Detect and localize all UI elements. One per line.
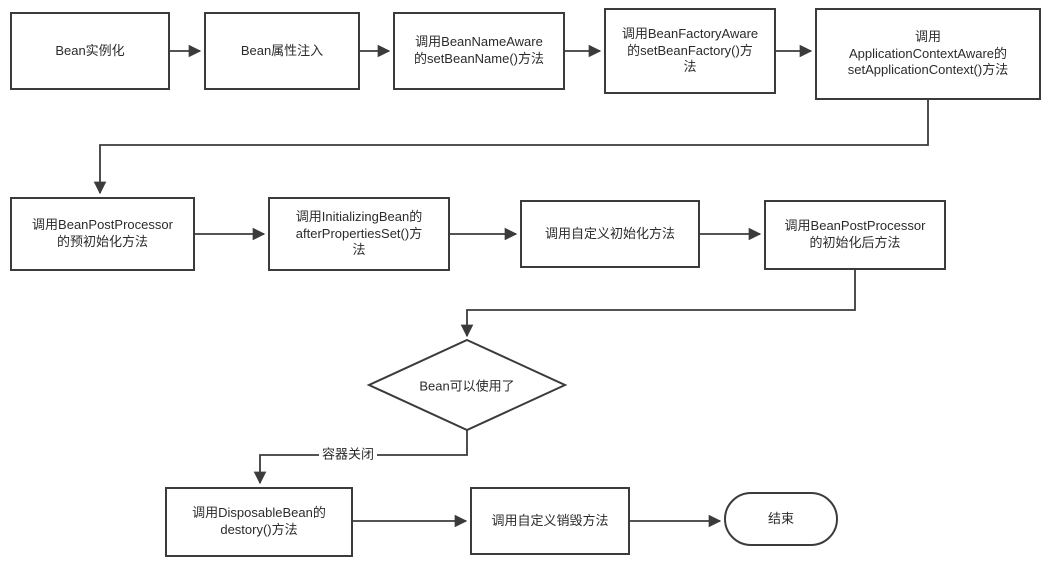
node-bean-property-injection: Bean属性注入 (204, 12, 360, 90)
node-end-terminator: 结束 (724, 492, 838, 546)
node-initializing-bean: 调用InitializingBean的 afterPropertiesSet()… (268, 197, 450, 271)
edge-postprocessafter-to-decision (460, 270, 856, 338)
node-application-context-aware: 调用 ApplicationContextAware的 setApplicati… (815, 8, 1041, 100)
node-postprocessor-after-init: 调用BeanPostProcessor 的初始化后方法 (764, 200, 946, 270)
edge-label-container-close: 容器关闭 (318, 443, 378, 463)
node-bean-name-aware: 调用BeanNameAware 的setBeanName()方法 (393, 12, 565, 90)
node-bean-factory-aware: 调用BeanFactoryAware 的setBeanFactory()方 法 (604, 8, 776, 94)
node-disposable-bean: 调用DisposableBean的 destory()方法 (165, 487, 353, 557)
edge-contextaware-to-postprocessor (93, 100, 929, 195)
decision-bean-ready-label: Bean可以使用了 (419, 378, 515, 394)
node-custom-init: 调用自定义初始化方法 (520, 200, 700, 268)
node-bean-instantiate: Bean实例化 (10, 12, 170, 90)
node-custom-destroy: 调用自定义销毁方法 (470, 487, 630, 555)
node-postprocessor-before-init: 调用BeanPostProcessor 的预初始化方法 (10, 197, 195, 271)
